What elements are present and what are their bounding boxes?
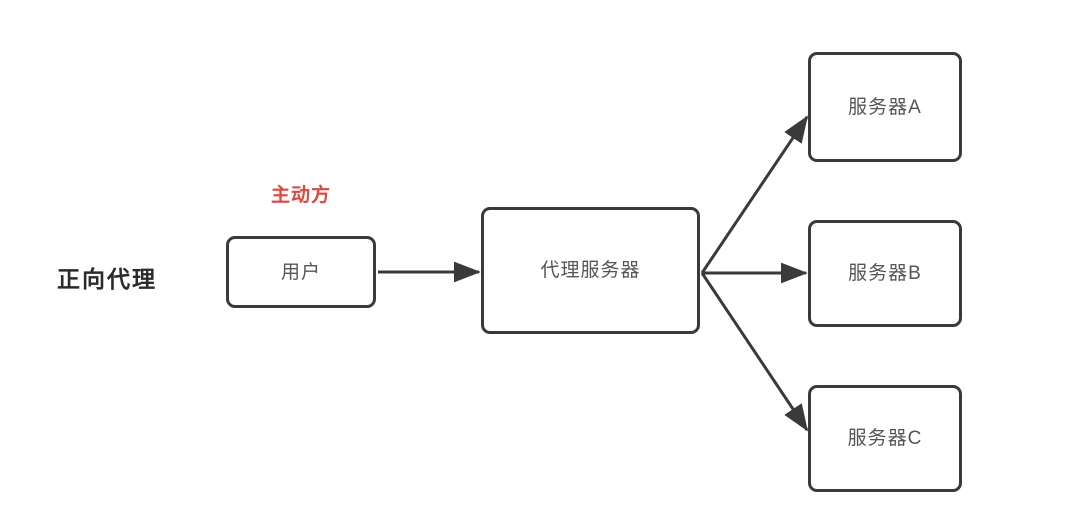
node-server-c[interactable]: 服务器C (808, 385, 962, 492)
node-client-label: 用户 (280, 261, 321, 283)
node-server-c-label: 服务器C (847, 428, 923, 449)
node-server-b-label: 服务器B (848, 263, 922, 284)
node-proxy-server-label: 代理服务器 (540, 260, 641, 281)
node-server-a[interactable]: 服务器A (808, 52, 962, 162)
node-server-a-label: 服务器A (848, 96, 922, 118)
node-client[interactable]: 用户 (226, 236, 376, 308)
node-server-b[interactable]: 服务器B (808, 220, 962, 327)
edge-proxy-to-server-c (700, 272, 809, 432)
diagram-title: 正向代理 (57, 266, 157, 292)
edge-proxy-to-server-a (700, 115, 809, 274)
node-proxy-server[interactable]: 代理服务器 (481, 207, 700, 334)
active-party-callout: 主动方 (270, 185, 331, 206)
